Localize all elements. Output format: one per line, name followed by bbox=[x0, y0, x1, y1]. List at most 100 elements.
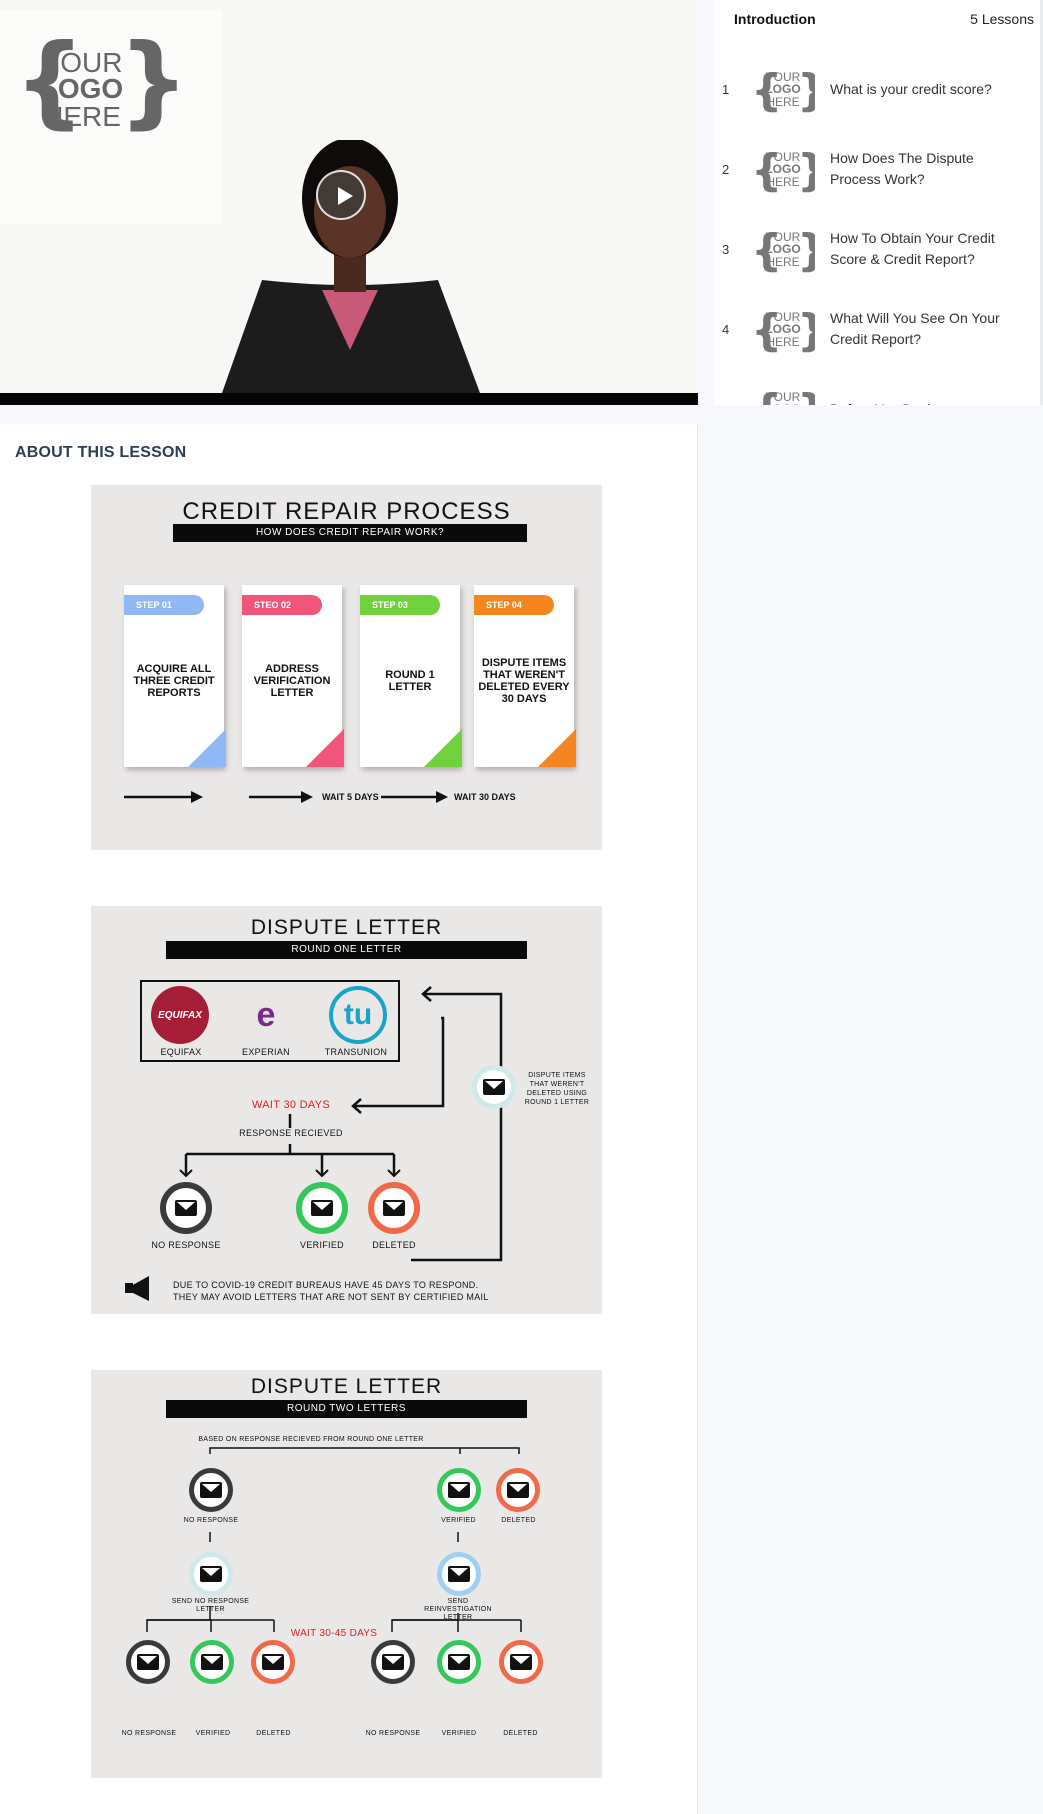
img3-subtitle: ROUND TWO LETTERS bbox=[166, 1400, 527, 1418]
r2b-left-no-response-envelope-icon bbox=[126, 1640, 170, 1684]
lesson-title: How To Obtain Your Credit Score & Credit… bbox=[830, 230, 995, 267]
section-header[interactable]: Introduction 5 Lessons bbox=[714, 0, 1040, 30]
wait-30-days: WAIT 30 DAYS bbox=[454, 792, 516, 802]
video-logo: { } YOUR LOGO HERE bbox=[0, 10, 222, 224]
bureaus-box bbox=[140, 980, 400, 1062]
based-on-response: BASED ON RESPONSE RECIEVED FROM ROUND ON… bbox=[198, 1436, 424, 1443]
credit-repair-process-image: CREDIT REPAIR PROCESS HOW DOES CREDIT RE… bbox=[91, 485, 602, 850]
dispute-letter-round-one-image: DISPUTE LETTER ROUND ONE LETTER EQUIFAX … bbox=[91, 906, 602, 1314]
img2-title: DISPUTE LETTER bbox=[250, 916, 443, 939]
r2-top-verified: VERIFIED bbox=[441, 1517, 476, 1524]
r2b-right-verified-envelope-icon bbox=[437, 1640, 481, 1684]
lesson-item-5[interactable]: 5{}YOURLOGOHEREBefore You Begin bbox=[714, 374, 1040, 405]
svg-text:LOGO: LOGO bbox=[765, 82, 800, 96]
img3-wait: WAIT 30-45 DAYS bbox=[290, 1628, 378, 1639]
svg-text:}: } bbox=[797, 305, 815, 353]
lesson-sidebar: Introduction 5 Lessons 1{}YOURLOGOHEREWh… bbox=[714, 0, 1043, 405]
step-text: ADDRESS VERIFICATION LETTER bbox=[253, 663, 331, 699]
img2-flow-lines bbox=[125, 986, 503, 1301]
r2b-right-verified: VERIFIED bbox=[441, 1730, 477, 1737]
svg-text:}: } bbox=[797, 65, 815, 113]
img3-title: DISPUTE LETTER bbox=[250, 1375, 443, 1398]
lesson-number: 2 bbox=[722, 161, 730, 177]
svg-text:{: { bbox=[14, 22, 85, 139]
equifax-logo: EQUIFAX bbox=[151, 986, 209, 1044]
resend-envelope-icon bbox=[472, 1065, 516, 1109]
outcome-no-response: NO RESPONSE bbox=[151, 1240, 221, 1250]
section-title: Introduction bbox=[734, 11, 816, 27]
r2b-left-deleted: DELETED bbox=[256, 1730, 291, 1737]
r2-verified-envelope-icon bbox=[437, 1468, 481, 1512]
svg-text:{: { bbox=[751, 385, 782, 405]
svg-text:{: { bbox=[751, 305, 782, 353]
lesson-count: 5 Lessons bbox=[970, 11, 1034, 27]
step-corner bbox=[538, 729, 576, 767]
svg-text:}: } bbox=[797, 225, 815, 273]
lesson-title: What is your credit score? bbox=[830, 80, 992, 97]
bureau-equifax: EQUIFAX bbox=[160, 1047, 202, 1057]
video-progress-bar[interactable] bbox=[0, 393, 698, 405]
svg-text:YOUR: YOUR bbox=[766, 310, 801, 324]
svg-text:HERE: HERE bbox=[766, 175, 799, 189]
svg-text:LOGO: LOGO bbox=[41, 73, 123, 104]
svg-text:HERE: HERE bbox=[766, 255, 799, 269]
img2-side-note: DISPUTE ITEMS THAT WEREN'T DELETED USING… bbox=[524, 1072, 590, 1106]
experian-logo: e bbox=[256, 996, 276, 1034]
video-player[interactable]: { } YOUR LOGO HERE bbox=[0, 0, 698, 405]
img1-subtitle: HOW DOES CREDIT REPAIR WORK? bbox=[173, 524, 527, 542]
svg-text:{: { bbox=[751, 225, 782, 273]
r2-top-no-response: NO RESPONSE bbox=[183, 1517, 239, 1524]
your-logo-here-image: { } YOUR LOGO HERE bbox=[14, 22, 189, 139]
r2b-left-deleted-envelope-icon bbox=[251, 1640, 295, 1684]
svg-text:YOUR: YOUR bbox=[766, 390, 801, 404]
svg-text:{: { bbox=[751, 65, 782, 113]
step-text: ROUND 1 LETTER bbox=[385, 669, 435, 693]
r2b-left-no-response: NO RESPONSE bbox=[121, 1730, 177, 1737]
step-text: DISPUTE ITEMS THAT WEREN'T DELETED EVERY… bbox=[478, 657, 570, 705]
r2b-right-no-response-envelope-icon bbox=[371, 1640, 415, 1684]
send-reinvestigation-envelope-icon bbox=[437, 1552, 481, 1596]
step-label: STEO 02 bbox=[242, 595, 322, 615]
step-corner bbox=[306, 729, 344, 767]
svg-text:HERE: HERE bbox=[766, 95, 799, 109]
verified-envelope-icon bbox=[296, 1182, 348, 1234]
img1-title: CREDIT REPAIR PROCESS bbox=[182, 498, 511, 525]
dispute-letter-round-two-image: DISPUTE LETTER ROUND TWO LETTERS BASED O… bbox=[91, 1370, 602, 1778]
svg-text:}: } bbox=[797, 145, 815, 193]
bureau-experian: EXPERIAN bbox=[242, 1047, 290, 1057]
img2-subtitle: ROUND ONE LETTER bbox=[166, 941, 527, 959]
lesson-content: ABOUT THIS LESSON CREDIT REPAIR PROCESS … bbox=[0, 424, 698, 1814]
img1-arrows bbox=[124, 791, 448, 803]
deleted-envelope-icon bbox=[368, 1182, 420, 1234]
covid-footnote-line1: DUE TO COVID-19 CREDIT BUREAUS HAVE 45 D… bbox=[173, 1280, 479, 1290]
r2-no-response-envelope-icon bbox=[189, 1468, 233, 1512]
play-button[interactable] bbox=[316, 170, 366, 220]
step-corner bbox=[188, 729, 226, 767]
r2b-right-no-response: NO RESPONSE bbox=[365, 1730, 421, 1737]
r2b-right-deleted-envelope-icon bbox=[499, 1640, 543, 1684]
covid-footnote: DUE TO COVID-19 CREDIT BUREAUS HAVE 45 D… bbox=[173, 1279, 553, 1303]
lesson-title: How Does The Dispute Process Work? bbox=[830, 150, 974, 187]
bureau-transunion: TRANSUNION bbox=[324, 1047, 388, 1057]
svg-text:HERE: HERE bbox=[43, 101, 121, 132]
send-reinvestigation-letter: SEND REINVESTIGATION LETTER bbox=[424, 1598, 492, 1621]
wait-5-days: WAIT 5 DAYS bbox=[322, 792, 379, 802]
img2-wait: WAIT 30 DAYS bbox=[252, 1099, 330, 1111]
send-no-response-envelope-icon bbox=[189, 1552, 233, 1596]
svg-text:HERE: HERE bbox=[766, 335, 799, 349]
r2b-left-verified: VERIFIED bbox=[195, 1730, 231, 1737]
r2-deleted-envelope-icon bbox=[496, 1468, 540, 1512]
svg-text:LOGO: LOGO bbox=[765, 162, 800, 176]
about-heading: ABOUT THIS LESSON bbox=[15, 444, 187, 461]
